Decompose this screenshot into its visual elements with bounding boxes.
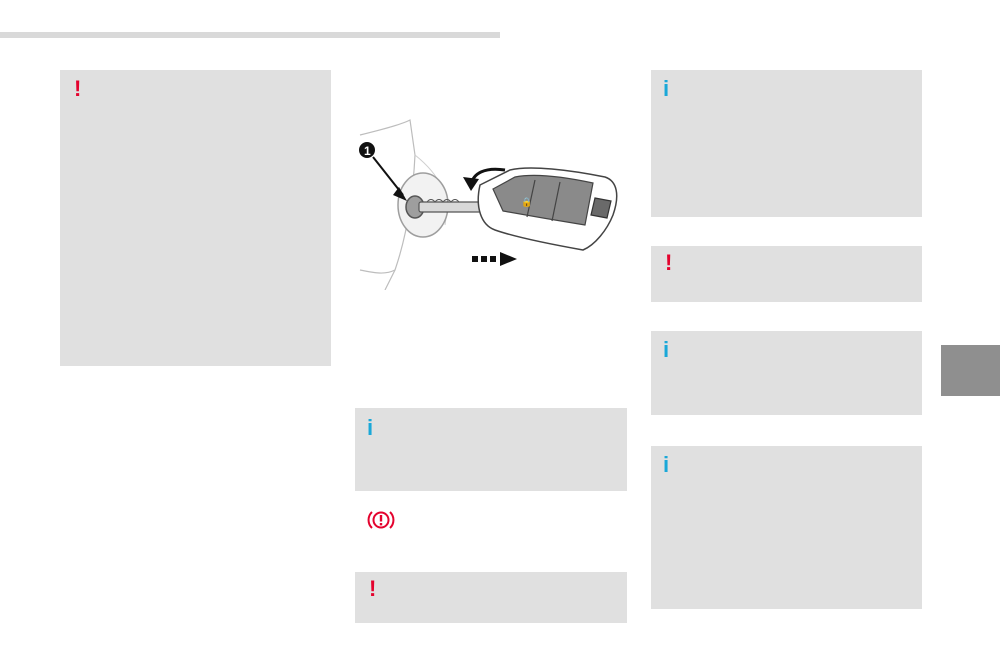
info-icon: i xyxy=(663,337,670,362)
key-removal-illustration: 🔒 1 xyxy=(359,119,618,290)
svg-text:🔒: 🔒 xyxy=(521,197,532,208)
callout-1-marker xyxy=(359,142,375,158)
info-panel-right-1: i xyxy=(651,70,922,217)
warning-icon: ! xyxy=(369,576,377,601)
info-icon: i xyxy=(663,76,670,101)
warning-panel-right: ! xyxy=(651,246,922,302)
info-panel-right-3: i xyxy=(651,446,922,609)
info-panel-right-2: i xyxy=(651,331,922,415)
warning-panel-left: ! xyxy=(60,70,331,366)
warning-icon: ! xyxy=(74,76,82,101)
warning-panel-middle: ! xyxy=(355,572,627,623)
callout-1-label: 1 xyxy=(364,144,371,158)
brake-warning-icon xyxy=(367,511,395,529)
warning-icon: ! xyxy=(665,250,673,275)
info-icon: i xyxy=(663,452,670,477)
header-rule xyxy=(0,32,500,38)
info-icon: i xyxy=(367,415,374,440)
chapter-tab[interactable] xyxy=(941,345,1000,396)
info-panel-middle: i xyxy=(355,408,627,491)
